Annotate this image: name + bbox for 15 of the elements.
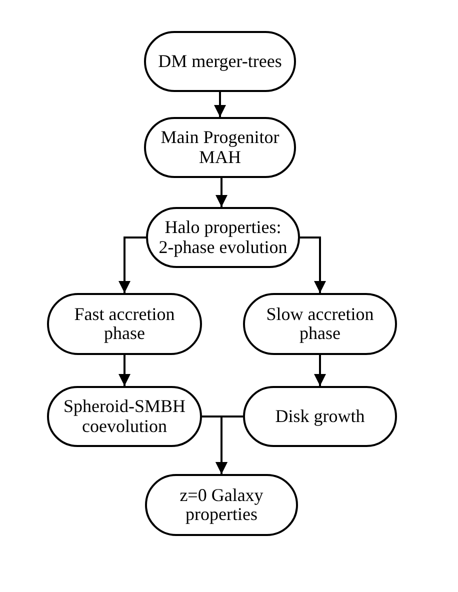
arrow	[216, 416, 243, 474]
arrow	[300, 236, 326, 293]
box-label: Slow accretion phase	[265, 304, 375, 344]
box-label: DM merger-trees	[158, 52, 282, 72]
box-label: Spheroid-SMBH coevolution	[62, 397, 186, 436]
box-label: Disk growth	[275, 406, 365, 426]
arrow	[214, 92, 226, 117]
arrow	[216, 178, 228, 207]
box-label: Fast accretion phase	[73, 304, 176, 344]
box-label: z=0 Galaxy properties	[178, 486, 264, 524]
arrow	[314, 355, 326, 386]
arrow	[118, 236, 146, 293]
box-label: Main Progenitor MAH	[160, 128, 280, 167]
box-label: Halo properties: 2-phase evolution	[158, 218, 288, 257]
arrow	[118, 355, 130, 386]
